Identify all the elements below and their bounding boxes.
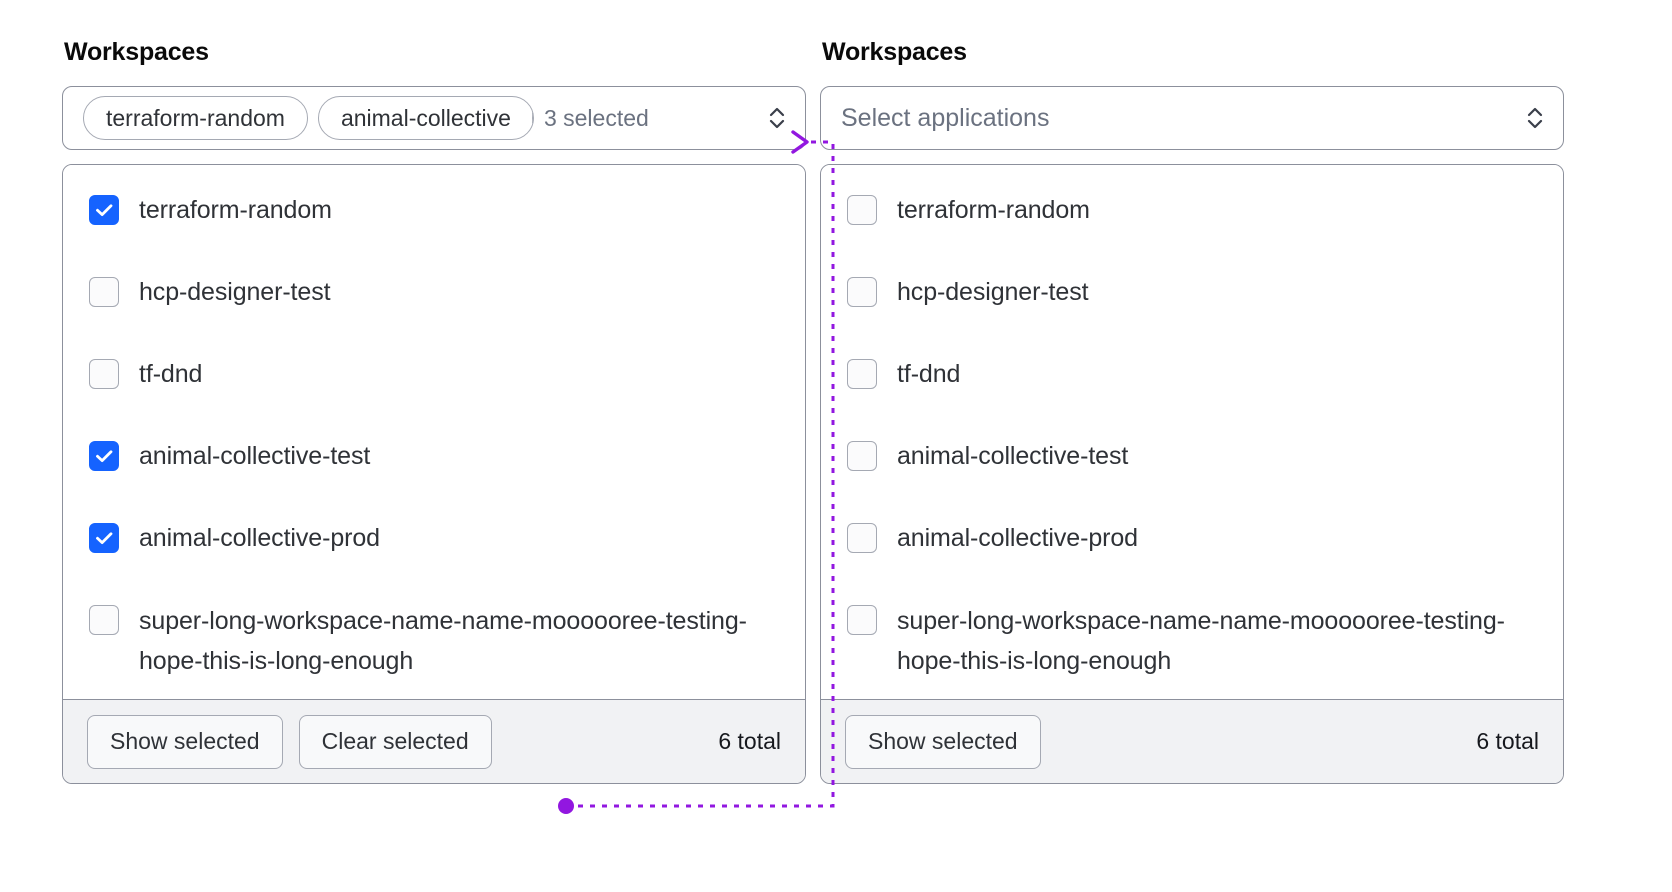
list-item-label: terraform-random: [897, 196, 1090, 224]
show-selected-button[interactable]: Show selected: [87, 714, 283, 769]
selected-chip-animal-collective[interactable]: animal-collective: [317, 96, 534, 140]
checkbox-unchecked-icon[interactable]: [847, 523, 877, 553]
list-item[interactable]: animal-collective-prod: [821, 515, 1563, 597]
list-item-label: terraform-random: [139, 196, 332, 224]
list-item[interactable]: tf-dnd: [821, 351, 1563, 433]
list-item[interactable]: hcp-designer-test: [821, 269, 1563, 351]
page-title-right: Workspaces: [822, 38, 967, 66]
checkbox-unchecked-icon[interactable]: [89, 277, 119, 307]
list-item-label: hcp-designer-test: [897, 278, 1089, 306]
workspaces-listbox-left: terraform-random hcp-designer-test tf-dn…: [62, 164, 806, 784]
list-item-label: tf-dnd: [139, 360, 203, 388]
list-item[interactable]: super-long-workspace-name-name-moooooree…: [821, 597, 1563, 681]
list-item-label: hcp-designer-test: [139, 278, 331, 306]
workspaces-panel-right: Workspaces Select applications terraform…: [820, 40, 1564, 784]
workspaces-combobox-left[interactable]: terraform-random animal-collective 3 sel…: [62, 86, 806, 150]
workspaces-option-list-right: terraform-random hcp-designer-test tf-dn…: [821, 165, 1563, 699]
list-item[interactable]: animal-collective-test: [821, 433, 1563, 515]
workspaces-panel-left: Workspaces terraform-random animal-colle…: [62, 40, 806, 784]
list-item[interactable]: animal-collective-test: [63, 433, 805, 515]
workspaces-listbox-right: terraform-random hcp-designer-test tf-dn…: [820, 164, 1564, 784]
annotation-origin-dot: [558, 798, 574, 814]
list-item[interactable]: hcp-designer-test: [63, 269, 805, 351]
checkbox-unchecked-icon[interactable]: [847, 195, 877, 225]
selected-chip-terraform-random[interactable]: terraform-random: [83, 96, 308, 140]
total-count-label: 6 total: [1476, 728, 1539, 754]
checkbox-unchecked-icon[interactable]: [89, 605, 119, 635]
list-item[interactable]: animal-collective-prod: [63, 515, 805, 597]
list-item-label: animal-collective-prod: [897, 524, 1138, 552]
select-applications-placeholder: Select applications: [841, 103, 1050, 132]
selected-count-label: 3 selected: [543, 104, 649, 131]
show-selected-button[interactable]: Show selected: [845, 714, 1041, 769]
list-item-label: super-long-workspace-name-name-moooooree…: [897, 607, 1505, 675]
chevron-up-down-icon[interactable]: [1525, 104, 1545, 132]
list-item-label: animal-collective-prod: [139, 524, 380, 552]
list-item-label: super-long-workspace-name-name-moooooree…: [139, 607, 747, 675]
workspaces-option-list-left: terraform-random hcp-designer-test tf-dn…: [63, 165, 805, 699]
page-title-left: Workspaces: [64, 38, 209, 66]
applications-combobox-right[interactable]: Select applications: [820, 86, 1564, 150]
list-item-label: tf-dnd: [897, 360, 961, 388]
checkbox-unchecked-icon[interactable]: [89, 359, 119, 389]
list-item[interactable]: super-long-workspace-name-name-moooooree…: [63, 597, 805, 681]
checkbox-unchecked-icon[interactable]: [847, 441, 877, 471]
list-item-label: animal-collective-test: [897, 442, 1129, 470]
listbox-footer-left: Show selected Clear selected 6 total: [63, 699, 805, 783]
list-item[interactable]: tf-dnd: [63, 351, 805, 433]
checkbox-checked-icon[interactable]: [89, 441, 119, 471]
list-item[interactable]: terraform-random: [63, 187, 805, 269]
clear-selected-button[interactable]: Clear selected: [298, 714, 492, 769]
total-count-label: 6 total: [718, 728, 781, 754]
checkbox-unchecked-icon[interactable]: [847, 277, 877, 307]
checkbox-checked-icon[interactable]: [89, 195, 119, 225]
checkbox-unchecked-icon[interactable]: [847, 605, 877, 635]
list-item[interactable]: terraform-random: [821, 187, 1563, 269]
checkbox-unchecked-icon[interactable]: [847, 359, 877, 389]
chevron-up-down-icon[interactable]: [767, 104, 787, 132]
listbox-footer-right: Show selected 6 total: [821, 699, 1563, 783]
checkbox-checked-icon[interactable]: [89, 523, 119, 553]
list-item-label: animal-collective-test: [139, 442, 371, 470]
